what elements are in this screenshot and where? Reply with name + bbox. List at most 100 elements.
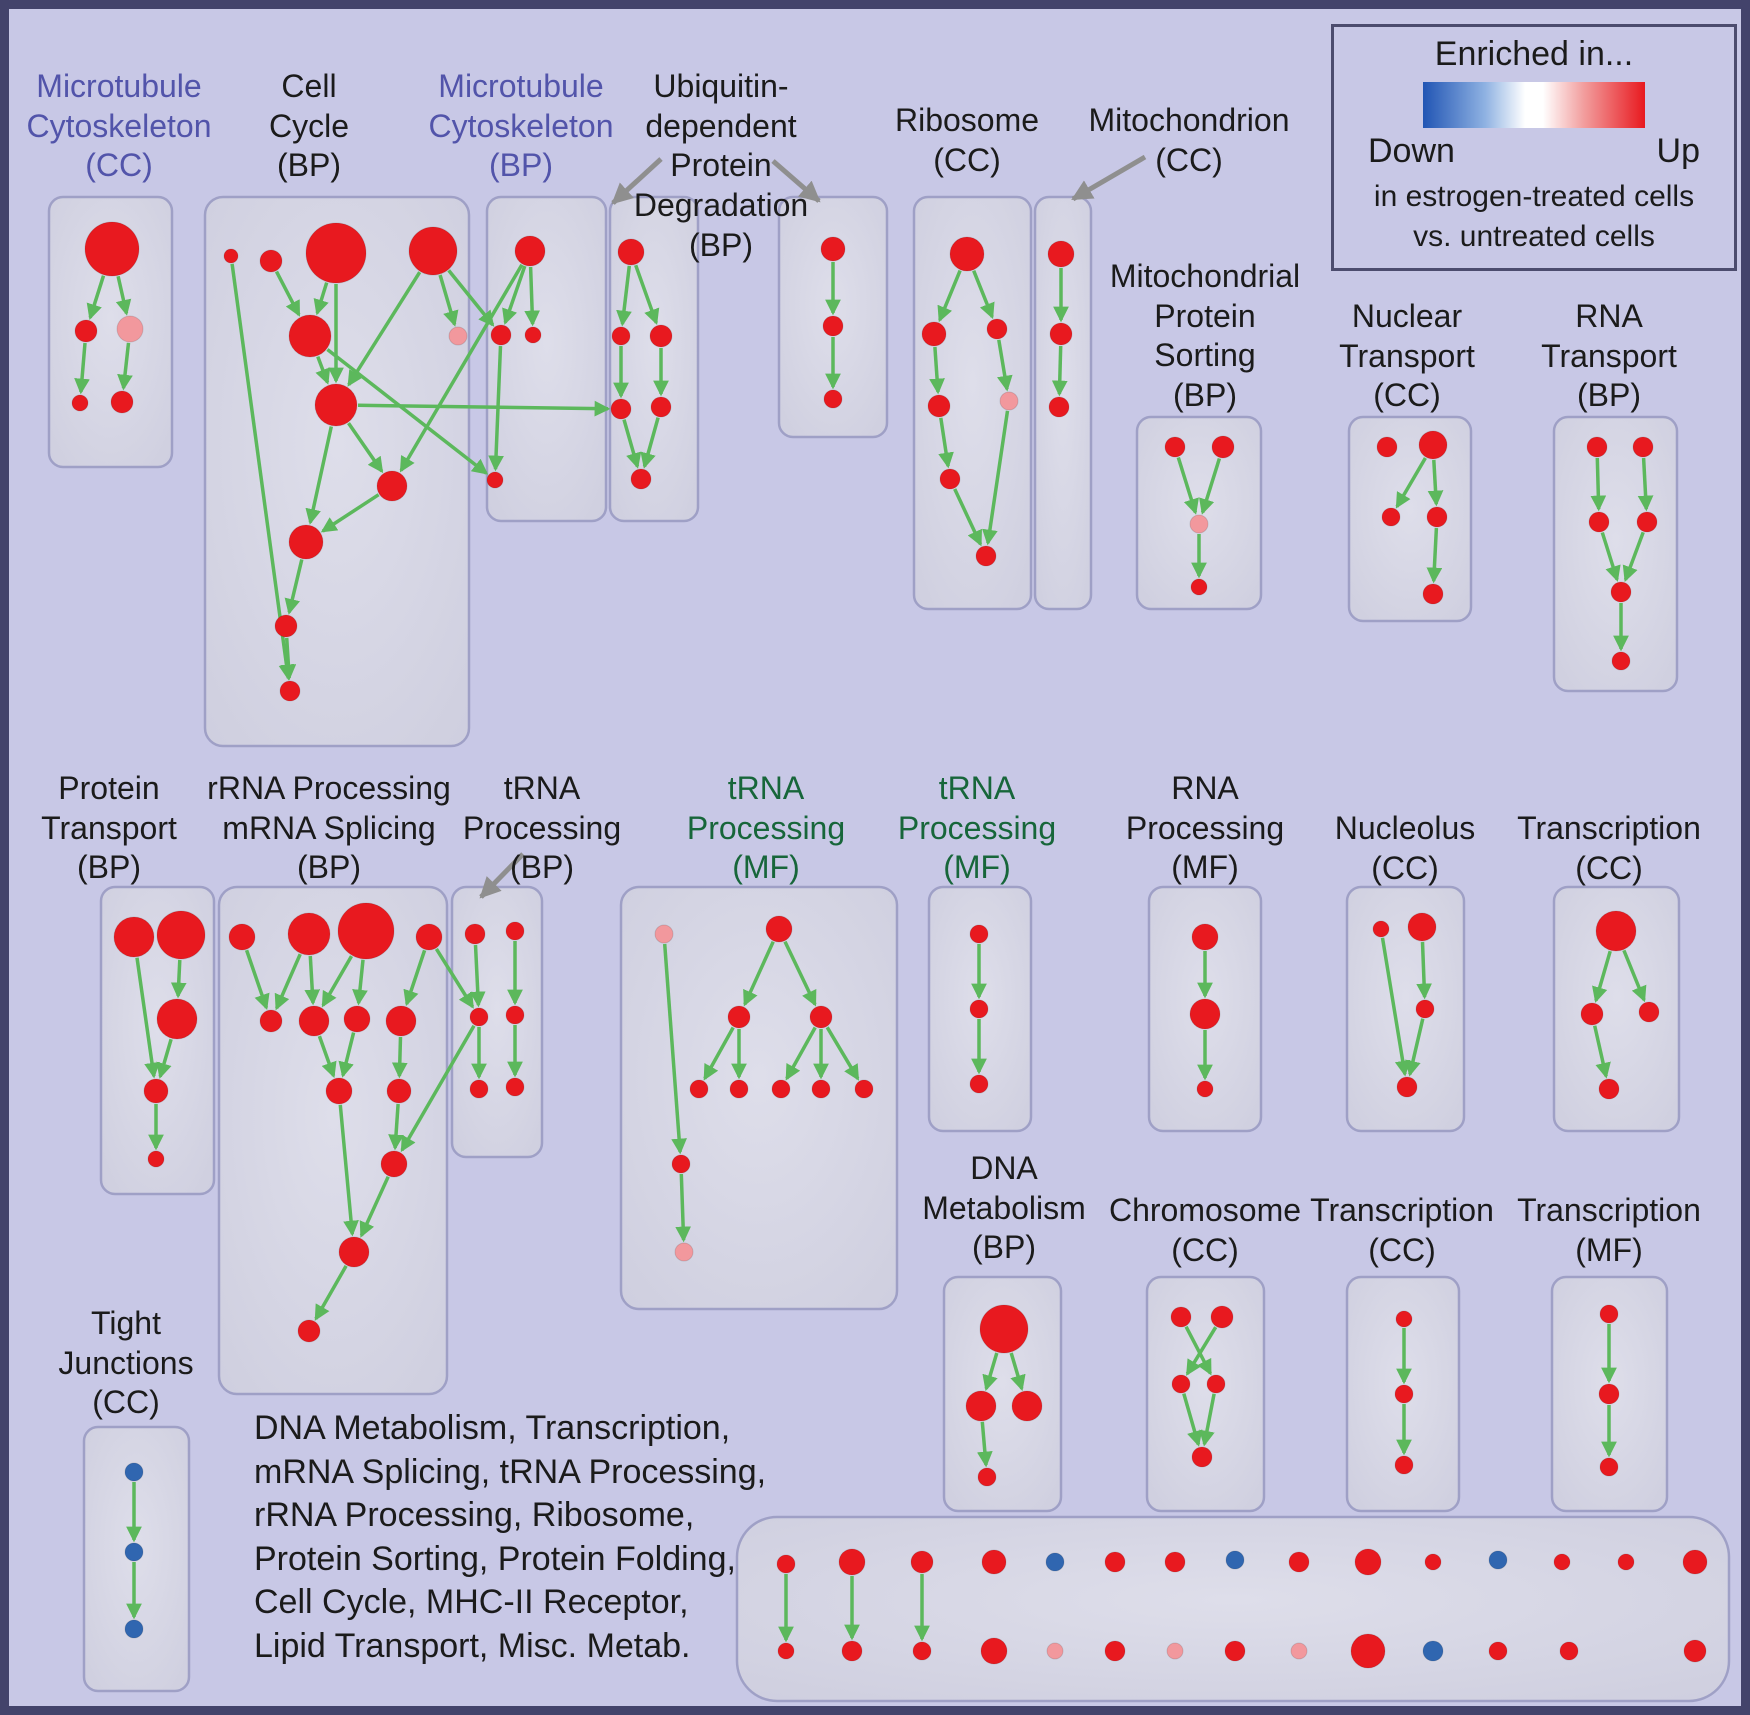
- edge-arrow: [156, 1038, 173, 1079]
- go-term-node: [1191, 1446, 1213, 1468]
- go-term-node: [305, 222, 367, 284]
- edge-arrow: [244, 949, 270, 1011]
- go-term-node: [1211, 435, 1235, 459]
- go-term-node: [977, 1467, 997, 1487]
- go-term-node: [408, 226, 458, 276]
- go-term-node: [156, 998, 198, 1040]
- edge-arrow: [74, 342, 90, 395]
- go-term-node: [514, 235, 546, 267]
- go-term-node: [1426, 506, 1448, 528]
- edge-arrow: [305, 426, 334, 525]
- go-term-node: [1418, 430, 1448, 460]
- go-term-node: [1586, 436, 1608, 458]
- go-term-node: [1632, 436, 1654, 458]
- go-term-node: [1580, 1002, 1604, 1026]
- edge-arrow: [1622, 949, 1647, 1003]
- go-term-node: [325, 1077, 353, 1105]
- go-term-node: [297, 1319, 321, 1343]
- cluster-box: [450, 885, 544, 1159]
- go-term-node: [1210, 1305, 1234, 1329]
- legend-subtitle-line2: vs. untreated cells: [1413, 219, 1655, 253]
- go-term-node: [809, 1005, 833, 1029]
- edge-arrow: [347, 422, 384, 474]
- edge-arrow: [622, 419, 642, 469]
- go-term-node: [674, 1242, 694, 1262]
- edge-arrow: [315, 355, 331, 385]
- go-term-node: [469, 1079, 489, 1099]
- go-term-node: [124, 1462, 144, 1482]
- go-term-node: [771, 1079, 791, 1099]
- go-term-node: [1617, 1553, 1635, 1571]
- edge-arrow: [274, 270, 301, 317]
- go-term-node: [949, 236, 985, 272]
- go-term-node: [617, 238, 645, 266]
- edge-arrow: [469, 944, 486, 1008]
- go-term-node: [1394, 1455, 1414, 1475]
- go-term-node: [838, 1548, 866, 1576]
- go-term-node: [524, 326, 542, 344]
- edge-arrow: [982, 1352, 999, 1392]
- go-term-node: [298, 1005, 330, 1037]
- go-term-node: [1189, 998, 1221, 1030]
- edge-arrow: [675, 1173, 692, 1243]
- edge-arrow: [640, 417, 660, 469]
- edge-arrow: [1182, 1393, 1203, 1447]
- edge-arrow: [1009, 1352, 1026, 1392]
- go-term-node: [1636, 511, 1658, 533]
- go-term-node: [777, 1642, 795, 1660]
- go-term-node: [71, 394, 89, 412]
- edge-arrow: [1416, 941, 1432, 1000]
- go-term-node: [1350, 1633, 1386, 1669]
- go-term-node: [1424, 1553, 1442, 1571]
- go-term-node: [156, 910, 206, 960]
- go-term-node: [822, 315, 844, 337]
- cluster-box: [217, 885, 449, 1396]
- go-term-node: [448, 326, 468, 346]
- go-term-node: [116, 315, 144, 343]
- go-term-node: [1049, 322, 1073, 346]
- go-term-node: [464, 923, 486, 945]
- go-term-node: [999, 391, 1019, 411]
- pointer-arrow: [611, 157, 663, 205]
- go-term-node: [124, 1619, 144, 1639]
- edge-arrow: [274, 953, 302, 1011]
- edge-arrow: [634, 264, 660, 326]
- go-term-node: [1422, 1640, 1444, 1662]
- legend-up-label: Up: [1656, 132, 1700, 170]
- go-term-node: [147, 1150, 165, 1168]
- go-term-node: [1046, 1642, 1064, 1660]
- go-term-node: [1171, 1374, 1191, 1394]
- go-term-node: [1206, 1374, 1226, 1394]
- go-term-node: [415, 923, 443, 951]
- edge-arrow: [1592, 950, 1612, 1003]
- go-term-node: [1396, 1076, 1418, 1098]
- edge-arrow: [434, 947, 475, 1009]
- go-term-node: [650, 396, 672, 418]
- edge-arrow: [447, 269, 495, 327]
- go-term-node: [1225, 1550, 1245, 1570]
- edge-arrow: [317, 1035, 337, 1079]
- go-term-node: [630, 468, 652, 490]
- edge-arrow: [438, 274, 459, 327]
- pointer-arrow: [1071, 154, 1147, 202]
- edge-arrow: [982, 410, 1010, 546]
- go-term-node: [776, 1554, 796, 1574]
- edge-arrow: [170, 959, 187, 999]
- cluster-box: [1552, 415, 1679, 693]
- go-term-node: [505, 1077, 525, 1097]
- cluster-box: [485, 195, 608, 523]
- edge-arrow: [1405, 1018, 1425, 1077]
- go-term-node: [1559, 1641, 1579, 1661]
- go-term-node: [288, 524, 324, 560]
- go-term-node: [1164, 1551, 1186, 1573]
- legend-title: Enriched in...: [1434, 35, 1634, 73]
- edge-arrow: [352, 959, 368, 1006]
- go-term-node: [1683, 1639, 1707, 1663]
- go-term-node: [288, 314, 332, 358]
- edge-arrow: [115, 275, 132, 316]
- go-term-node: [1638, 1001, 1660, 1023]
- go-term-node: [1610, 581, 1632, 603]
- edge-arrow: [1176, 456, 1199, 515]
- edge-arrow: [662, 943, 687, 1155]
- go-term-node: [110, 390, 134, 414]
